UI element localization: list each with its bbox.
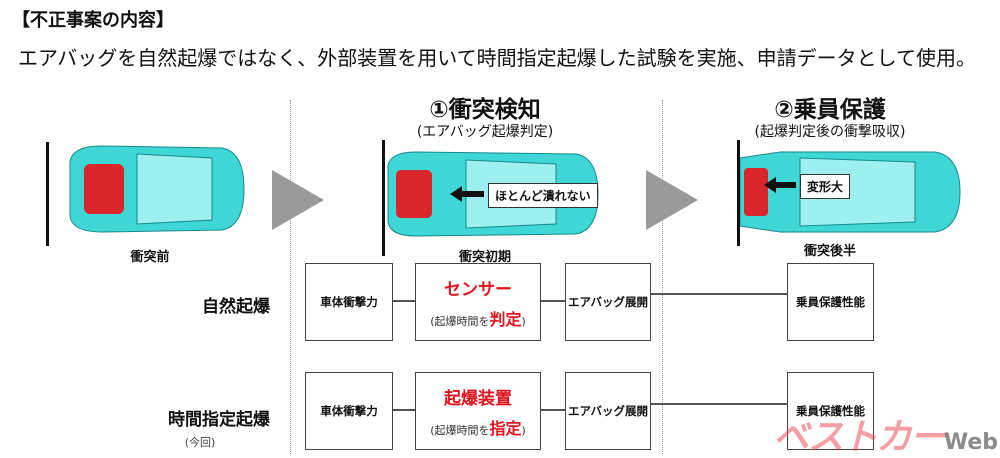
barrier-wall [737, 140, 740, 246]
connector [540, 409, 565, 411]
box-airbag: エアバッグ展開 [565, 372, 651, 450]
box-protection: 乗員保護性能 [787, 372, 874, 450]
phase2-subheading: (起爆判定後の衝撃吸収) [754, 124, 906, 140]
barrier-wall [46, 142, 49, 246]
phase1-heading: ①衝突検知 [429, 97, 541, 123]
box-detonator-title: 起爆装置 [444, 388, 512, 409]
box-note: (起爆時間を [430, 423, 490, 437]
watermark-logo: ベストカーWeb [773, 420, 998, 456]
arrow-right-icon [646, 170, 698, 230]
label-early: 衝突初期 [458, 250, 511, 265]
box-detonator: 起爆装置 (起爆時間を指定) [415, 372, 541, 450]
box-note-em: 判定 [489, 309, 522, 329]
phase1-subheading: (エアバッグ起爆判定) [416, 124, 554, 140]
arrow-left-icon [764, 177, 796, 193]
connector [650, 403, 787, 405]
divider [662, 100, 663, 454]
arrow-left-icon [450, 186, 484, 202]
divider [290, 100, 291, 454]
row-label-natural: 自然起爆 [202, 297, 270, 317]
arrow-right-icon [272, 170, 324, 230]
late-tag: 変形大 [800, 174, 851, 199]
connector [650, 293, 787, 295]
label-late: 衝突後半 [803, 244, 856, 259]
phase2-heading: ②乗員保護 [774, 97, 886, 123]
section-title: 【不正事案の内容】 [12, 10, 174, 31]
watermark-main: ベストカー [773, 417, 946, 458]
box-impact-force: 車体衝撃力 [305, 372, 393, 450]
row-note: (今回) [184, 436, 216, 449]
label-before: 衝突前 [130, 250, 170, 265]
watermark-suffix: Web [943, 430, 998, 455]
box-note-em: 指定 [489, 418, 522, 438]
box-sensor-title: センサー [444, 279, 512, 300]
box-note: (起爆時間を [430, 314, 490, 328]
box-impact-force: 車体衝撃力 [305, 263, 393, 341]
box-note: ) [521, 423, 526, 437]
connector [392, 300, 415, 302]
box-sensor: センサー (起爆時間を判定) [415, 263, 541, 341]
box-note: ) [521, 314, 526, 328]
box-airbag: エアバッグ展開 [565, 263, 651, 341]
barrier-wall [382, 140, 385, 256]
early-tag: ほとんど潰れない [488, 183, 598, 208]
row-label-timed: 時間指定起爆 [168, 410, 270, 430]
box-protection: 乗員保護性能 [787, 263, 874, 341]
connector [392, 409, 415, 411]
connector [540, 300, 565, 302]
summary-text: エアバッグを自然起爆ではなく、外部装置を用いて時間指定起爆した試験を実施、申請デ… [18, 46, 976, 70]
car-before-crash [69, 145, 245, 233]
